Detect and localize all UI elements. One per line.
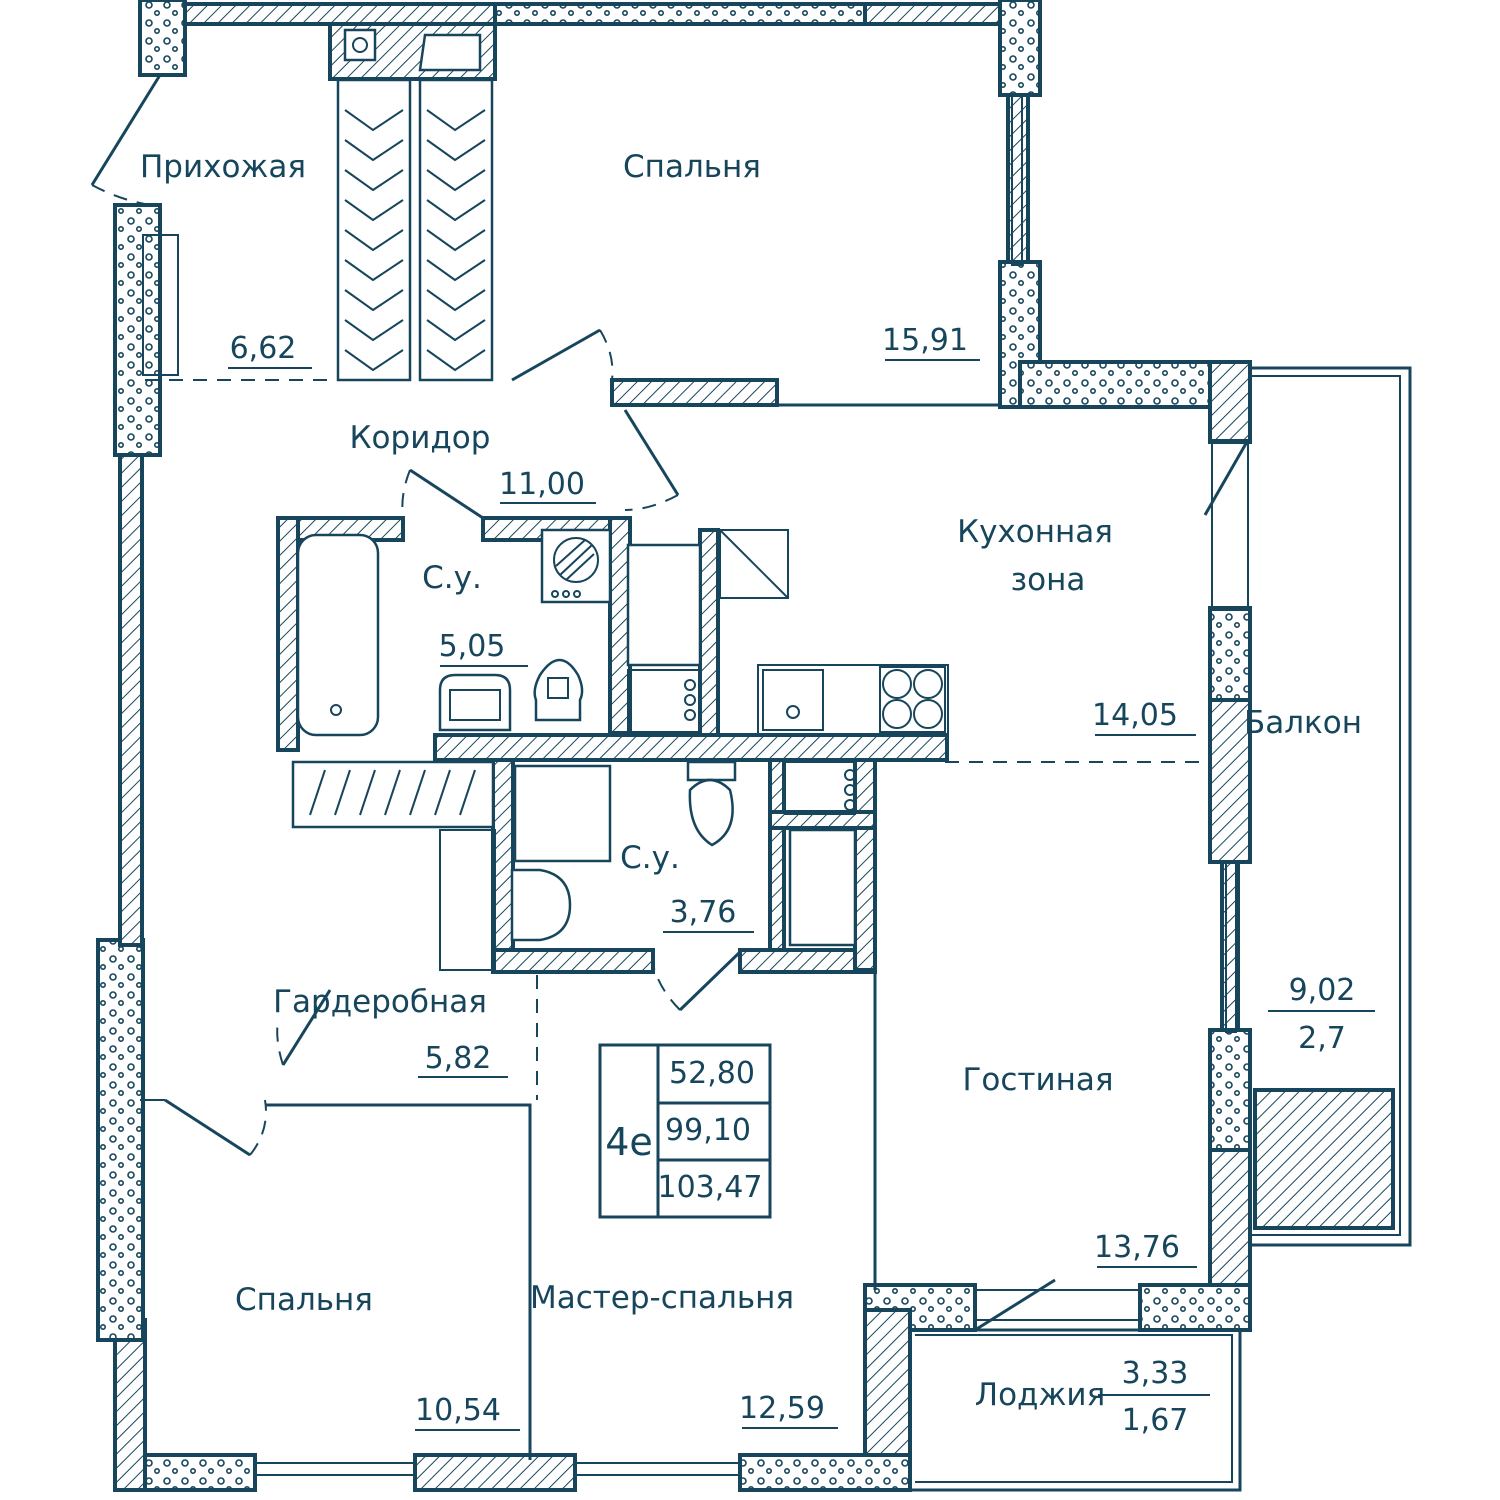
master-area: 12,59: [739, 1391, 825, 1426]
bedroom-top-name: Спальня: [623, 149, 761, 185]
walls: [96, 0, 1252, 1492]
corridor-area: 11,00: [499, 467, 585, 502]
corridor-name: Коридор: [350, 420, 491, 456]
total-area: 99,10: [665, 1113, 751, 1148]
balcony-area-reduced: 2,7: [1298, 1021, 1346, 1056]
room-wardrobe: Гардеробная 5,82: [273, 984, 508, 1078]
summary-box: 4е 52,80 99,10 103,47: [598, 1043, 772, 1219]
kitchen-name-line2: зона: [1011, 562, 1086, 598]
room-kitchen: Кухонная зона 14,05: [957, 514, 1196, 736]
living-area: 13,76: [1094, 1230, 1180, 1265]
room-bedroom-bottom: Спальня 10,54: [235, 1282, 520, 1431]
room-bedroom-top: Спальня 15,91: [623, 149, 980, 361]
wardrobe-name: Гардеробная: [273, 984, 487, 1020]
kitchen-name-line1: Кухонная: [957, 514, 1113, 550]
balcony-area: 9,02: [1289, 973, 1356, 1008]
loggia-area: 3,33: [1122, 1356, 1189, 1391]
bedroom-bottom-name: Спальня: [235, 1282, 373, 1318]
bath2-name: С.у.: [620, 840, 680, 876]
bath1-name: С.у.: [422, 560, 482, 596]
bath1-area: 5,05: [439, 629, 506, 664]
master-name: Мастер-спальня: [530, 1280, 794, 1316]
hallway-area: 6,62: [230, 331, 297, 366]
loggia-area-reduced: 1,67: [1122, 1403, 1189, 1438]
room-bath-1: С.у. 5,05: [422, 560, 528, 667]
room-balcony: Балкон 9,02 2,7: [1244, 705, 1375, 1056]
fixtures: [296, 28, 949, 947]
balcony-outline: [910, 366, 1412, 1492]
room-corridor: Коридор 11,00: [350, 420, 596, 504]
room-bath-2: С.у. 3,76: [620, 840, 754, 933]
room-dividers: [140, 379, 1210, 1460]
room-hallway: Прихожая 6,62: [140, 149, 312, 369]
room-loggia: Лоджия 3,33 1,67: [975, 1356, 1210, 1438]
apartment-type: 4е: [605, 1120, 653, 1164]
room-living: Гостиная 13,76: [962, 1062, 1197, 1268]
bedroom-bottom-area: 10,54: [415, 1393, 501, 1428]
windows: [254, 94, 1237, 1476]
room-master-bedroom: Мастер-спальня 12,59: [530, 1280, 838, 1429]
bath2-area: 3,76: [670, 895, 737, 930]
wardrobe-units: [142, 78, 496, 971]
bedroom-top-area: 15,91: [882, 323, 968, 358]
living-name: Гостиная: [962, 1062, 1113, 1098]
wardrobe-area: 5,82: [425, 1041, 492, 1076]
balcony-name: Балкон: [1244, 705, 1362, 741]
loggia-name: Лоджия: [975, 1377, 1105, 1413]
living-area-total: 52,80: [669, 1056, 755, 1091]
area-with-balconies: 103,47: [658, 1170, 763, 1205]
hallway-name: Прихожая: [140, 149, 306, 185]
doors: [90, 74, 1250, 1332]
kitchen-area: 14,05: [1092, 698, 1178, 733]
